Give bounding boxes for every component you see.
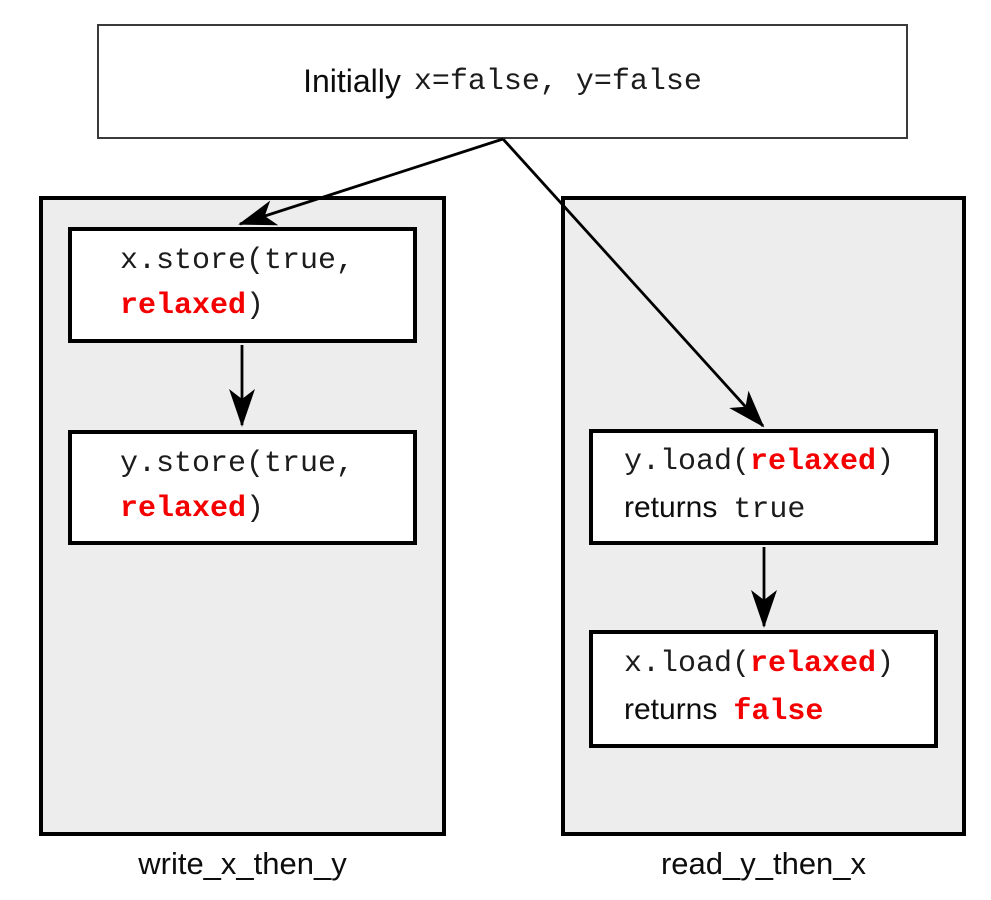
x-load-result-value: false [733,694,824,729]
y-load-result-line: returns true [624,486,934,534]
thread-panel-read-y-then-x: y.load(relaxed) returns true x.load(relax… [561,196,966,836]
y-store-code-line1: y.store(true, [120,446,355,481]
y-store-node: y.store(true, relaxed) [68,430,417,545]
y-load-node: y.load(relaxed) returns true [589,429,938,545]
thread-panel-write-x-then-y: x.store(true, relaxed) y.store(true, rel… [39,196,446,836]
x-store-code-line2: relaxed) [120,289,265,323]
write-thread-label: write_x_then_y [138,846,347,881]
returns-label: returns [624,692,718,726]
x-store-code-line1: x.store(true, [120,244,355,278]
returns-label: returns [624,490,718,524]
relaxed-keyword: relaxed [750,444,877,479]
initial-values-code: x=false, y=false [413,64,702,99]
relaxed-keyword: relaxed [750,646,877,681]
y-store-code-line2: relaxed) [120,491,265,526]
x-load-node: x.load(relaxed) returns false [589,630,938,748]
read-thread-label: read_y_then_x [660,846,867,881]
relaxed-keyword: relaxed [120,491,247,526]
y-load-code-line1: y.load(relaxed) [624,444,895,479]
y-load-result-value: true [733,492,806,527]
relaxed-keyword: relaxed [120,289,247,323]
initially-label: Initially [303,63,401,99]
x-load-result-line: returns false [624,688,934,736]
x-store-node: x.store(true, relaxed) [68,227,417,343]
x-load-code-line1: x.load(relaxed) [624,646,895,681]
initial-state-box: Initially x=false, y=false [97,24,908,139]
